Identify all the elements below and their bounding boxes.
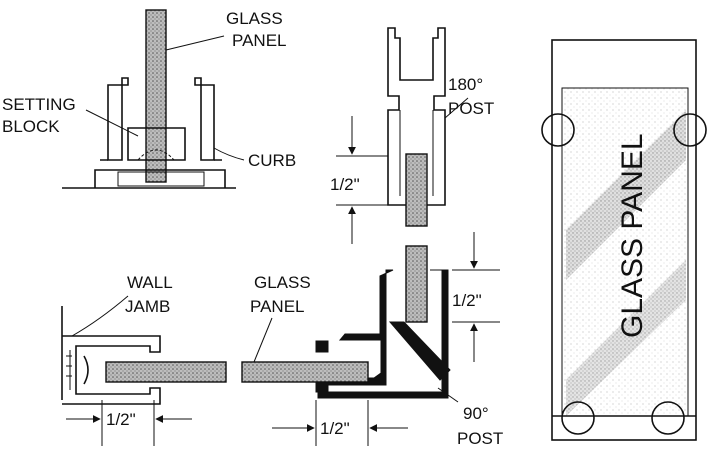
post-180-inner (399, 110, 434, 196)
setting-circle-top-left (541, 113, 575, 147)
glass-panel-mid-callout: GLASS PANEL (250, 273, 311, 363)
setting-block (127, 127, 186, 161)
leader-post-90 (437, 387, 459, 403)
leader-glass-panel-top (165, 35, 225, 51)
glass-panel-jamb (105, 361, 227, 383)
dim-90-value: 1/2" (320, 419, 350, 438)
wall-jamb-inner (66, 350, 72, 390)
setting-circle-bottom-left (561, 401, 595, 435)
glass-panel-mid-label-1: GLASS (254, 273, 311, 292)
curb-base-inner (117, 171, 205, 187)
post-180-label-2: POST (448, 99, 494, 118)
wall-jamb-label-1: WALL (127, 273, 173, 292)
glass-panel-180-upper (405, 153, 428, 227)
leader-curb (213, 147, 245, 161)
curb-label: CURB (248, 151, 296, 170)
setting-block-dash (137, 149, 175, 161)
glass-panel-corner (241, 361, 369, 383)
dim-corner-value: 1/2" (452, 291, 482, 310)
leader-wall-jamb (71, 295, 129, 337)
glass-panel-top-label-2: PANEL (232, 31, 287, 50)
glass-panel-vertical (145, 9, 167, 183)
glass-panel-side-label: GLASS PANEL (616, 133, 649, 338)
post-90-label-1: 90° (463, 404, 489, 423)
post-90-lip-top (315, 340, 329, 353)
glass-panel-top-label-1: GLASS (226, 9, 283, 28)
glass-panel-mid-label-2: PANEL (250, 297, 305, 316)
setting-circle-top-right (673, 113, 707, 147)
post-180-label-1: 180° (448, 75, 483, 94)
post-90-detail: 90° POST 1/2" 1/2" (241, 232, 503, 448)
glass-panel-180-lower (405, 245, 428, 323)
dim-180-value: 1/2" (330, 175, 360, 194)
curb-channel-left (107, 77, 129, 161)
elevation-frame (551, 39, 697, 441)
elevation-glass-streak-1 (566, 110, 686, 280)
curb-channel-right (194, 77, 215, 161)
leader-post-180 (444, 97, 469, 119)
wall-jamb-profile (62, 335, 161, 405)
elevation-detail: GLASS PANEL (541, 39, 707, 441)
wall-jamb-detail: WALL JAMB 1/2" (61, 273, 227, 446)
leader-glass-panel-mid (253, 317, 273, 363)
dim-jamb-value: 1/2" (106, 410, 136, 429)
wall-jamb-bulb (83, 355, 89, 385)
post-180-profile (387, 27, 446, 206)
post-90-outer-leg (317, 269, 449, 399)
leader-setting-block (85, 109, 139, 137)
setting-block-label-1: SETTING (2, 95, 76, 114)
curb-detail: GLASS PANEL SETTING BLOCK CURB (2, 9, 296, 189)
post-180-detail: 180° POST 1/2" (330, 27, 494, 323)
wall-jamb-label-2: JAMB (125, 297, 170, 316)
setting-circle-bottom-right (651, 401, 685, 435)
curb-base (94, 159, 226, 188)
elevation-glass-streak-2 (566, 260, 686, 416)
post-90-diagonal (388, 321, 451, 381)
post-90-label-2: POST (457, 429, 503, 448)
setting-block-label-2: BLOCK (2, 117, 60, 136)
